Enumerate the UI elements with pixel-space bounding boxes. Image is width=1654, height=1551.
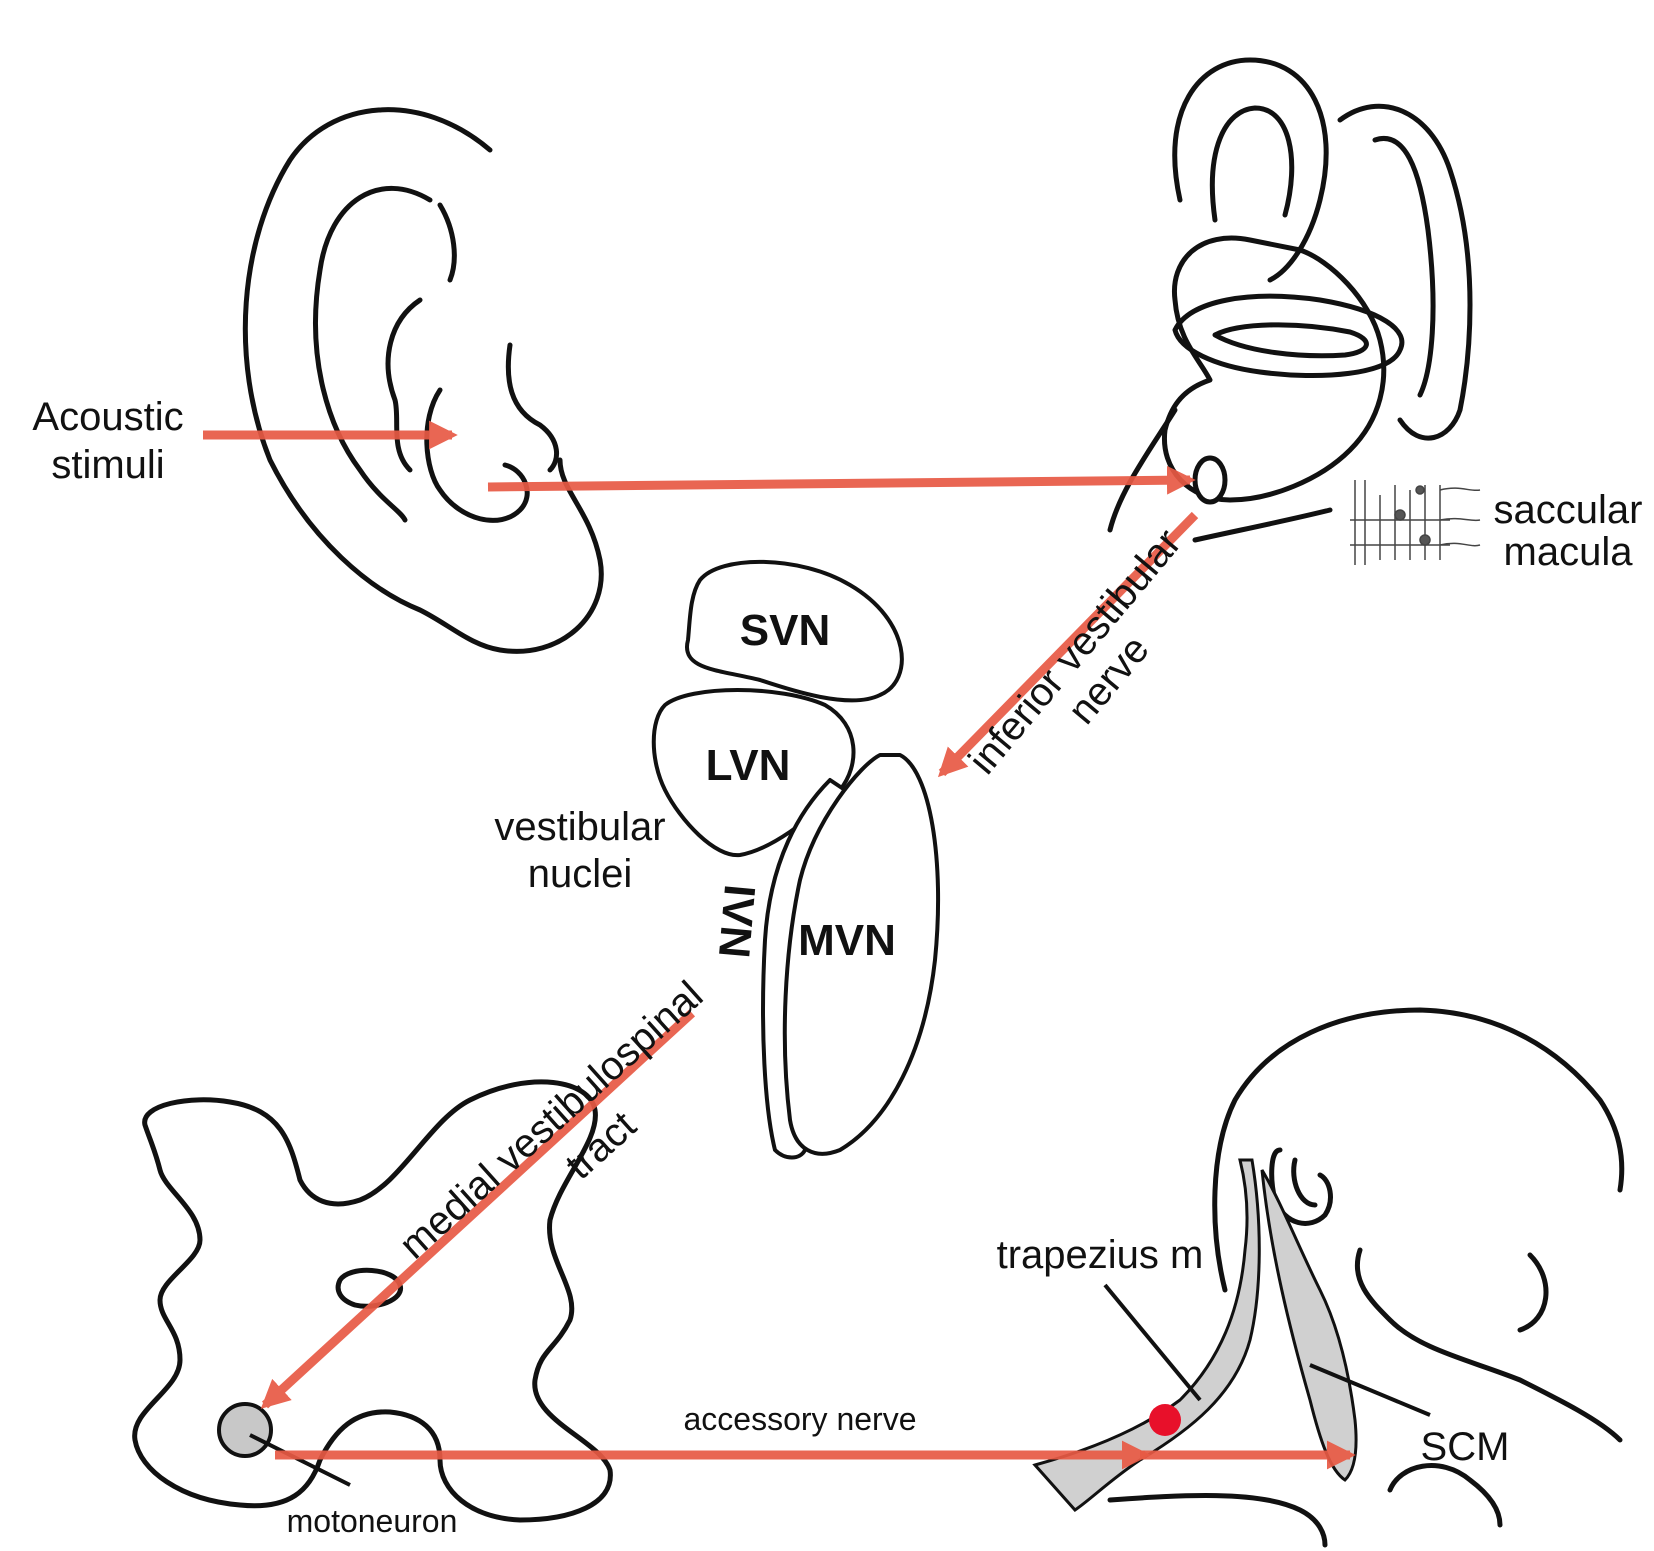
- stimulation-dot: [1149, 1404, 1181, 1436]
- trapezius-leader-line: [1103, 1283, 1202, 1402]
- accessory-nerve-label: accessory nerve: [684, 1401, 917, 1437]
- spinal-cord-illustration: [132, 1079, 613, 1523]
- inner-ear-labyrinth-illustration: [1107, 57, 1473, 543]
- acoustic-stimuli-label-line1: Acoustic: [32, 395, 183, 439]
- vestibular-nuclei-label-line2: nuclei: [528, 852, 633, 896]
- external-ear-illustration: [242, 107, 604, 654]
- ivn-label: IVN: [709, 883, 764, 960]
- vestibular-nuclei-illustration: [651, 559, 941, 1160]
- acoustic-stimuli-label-line2: stimuli: [51, 443, 164, 487]
- motoneuron-leader-line: [249, 1433, 351, 1487]
- ear-to-saccule-arrow: [487, 465, 1196, 495]
- mvn-nucleus-shape: [782, 753, 941, 1156]
- vestibular-nuclei-label-line1: vestibular: [494, 805, 665, 849]
- vestibulospinal-tract-arrow: [260, 1009, 696, 1409]
- mvn-label: MVN: [798, 916, 896, 965]
- saccule-oval: [1192, 455, 1228, 505]
- svn-label: SVN: [740, 606, 830, 655]
- motoneuron-label: motoneuron: [287, 1503, 458, 1539]
- svn-nucleus-shape: [684, 559, 904, 703]
- scm-muscle-shape: [1260, 1169, 1358, 1482]
- inferior-vestibular-nerve-arrow: [937, 511, 1199, 778]
- pathway-arrows: [203, 420, 1356, 1470]
- saccular-macula-label-line2: macula: [1504, 530, 1634, 574]
- scm-leader-line: [1309, 1363, 1431, 1417]
- motoneuron-cell: [217, 1402, 273, 1458]
- lvn-label: LVN: [706, 741, 791, 790]
- scm-label: SCM: [1421, 1425, 1510, 1469]
- trapezius-label: trapezius m: [997, 1233, 1204, 1277]
- hair-cell-sketch-icon: [1350, 480, 1481, 565]
- saccular-macula-label-line1: saccular: [1494, 488, 1643, 532]
- inferior-vestibular-nerve-label-line1: inferior vestibular: [960, 521, 1189, 783]
- head-neck-illustration: [1032, 1007, 1625, 1548]
